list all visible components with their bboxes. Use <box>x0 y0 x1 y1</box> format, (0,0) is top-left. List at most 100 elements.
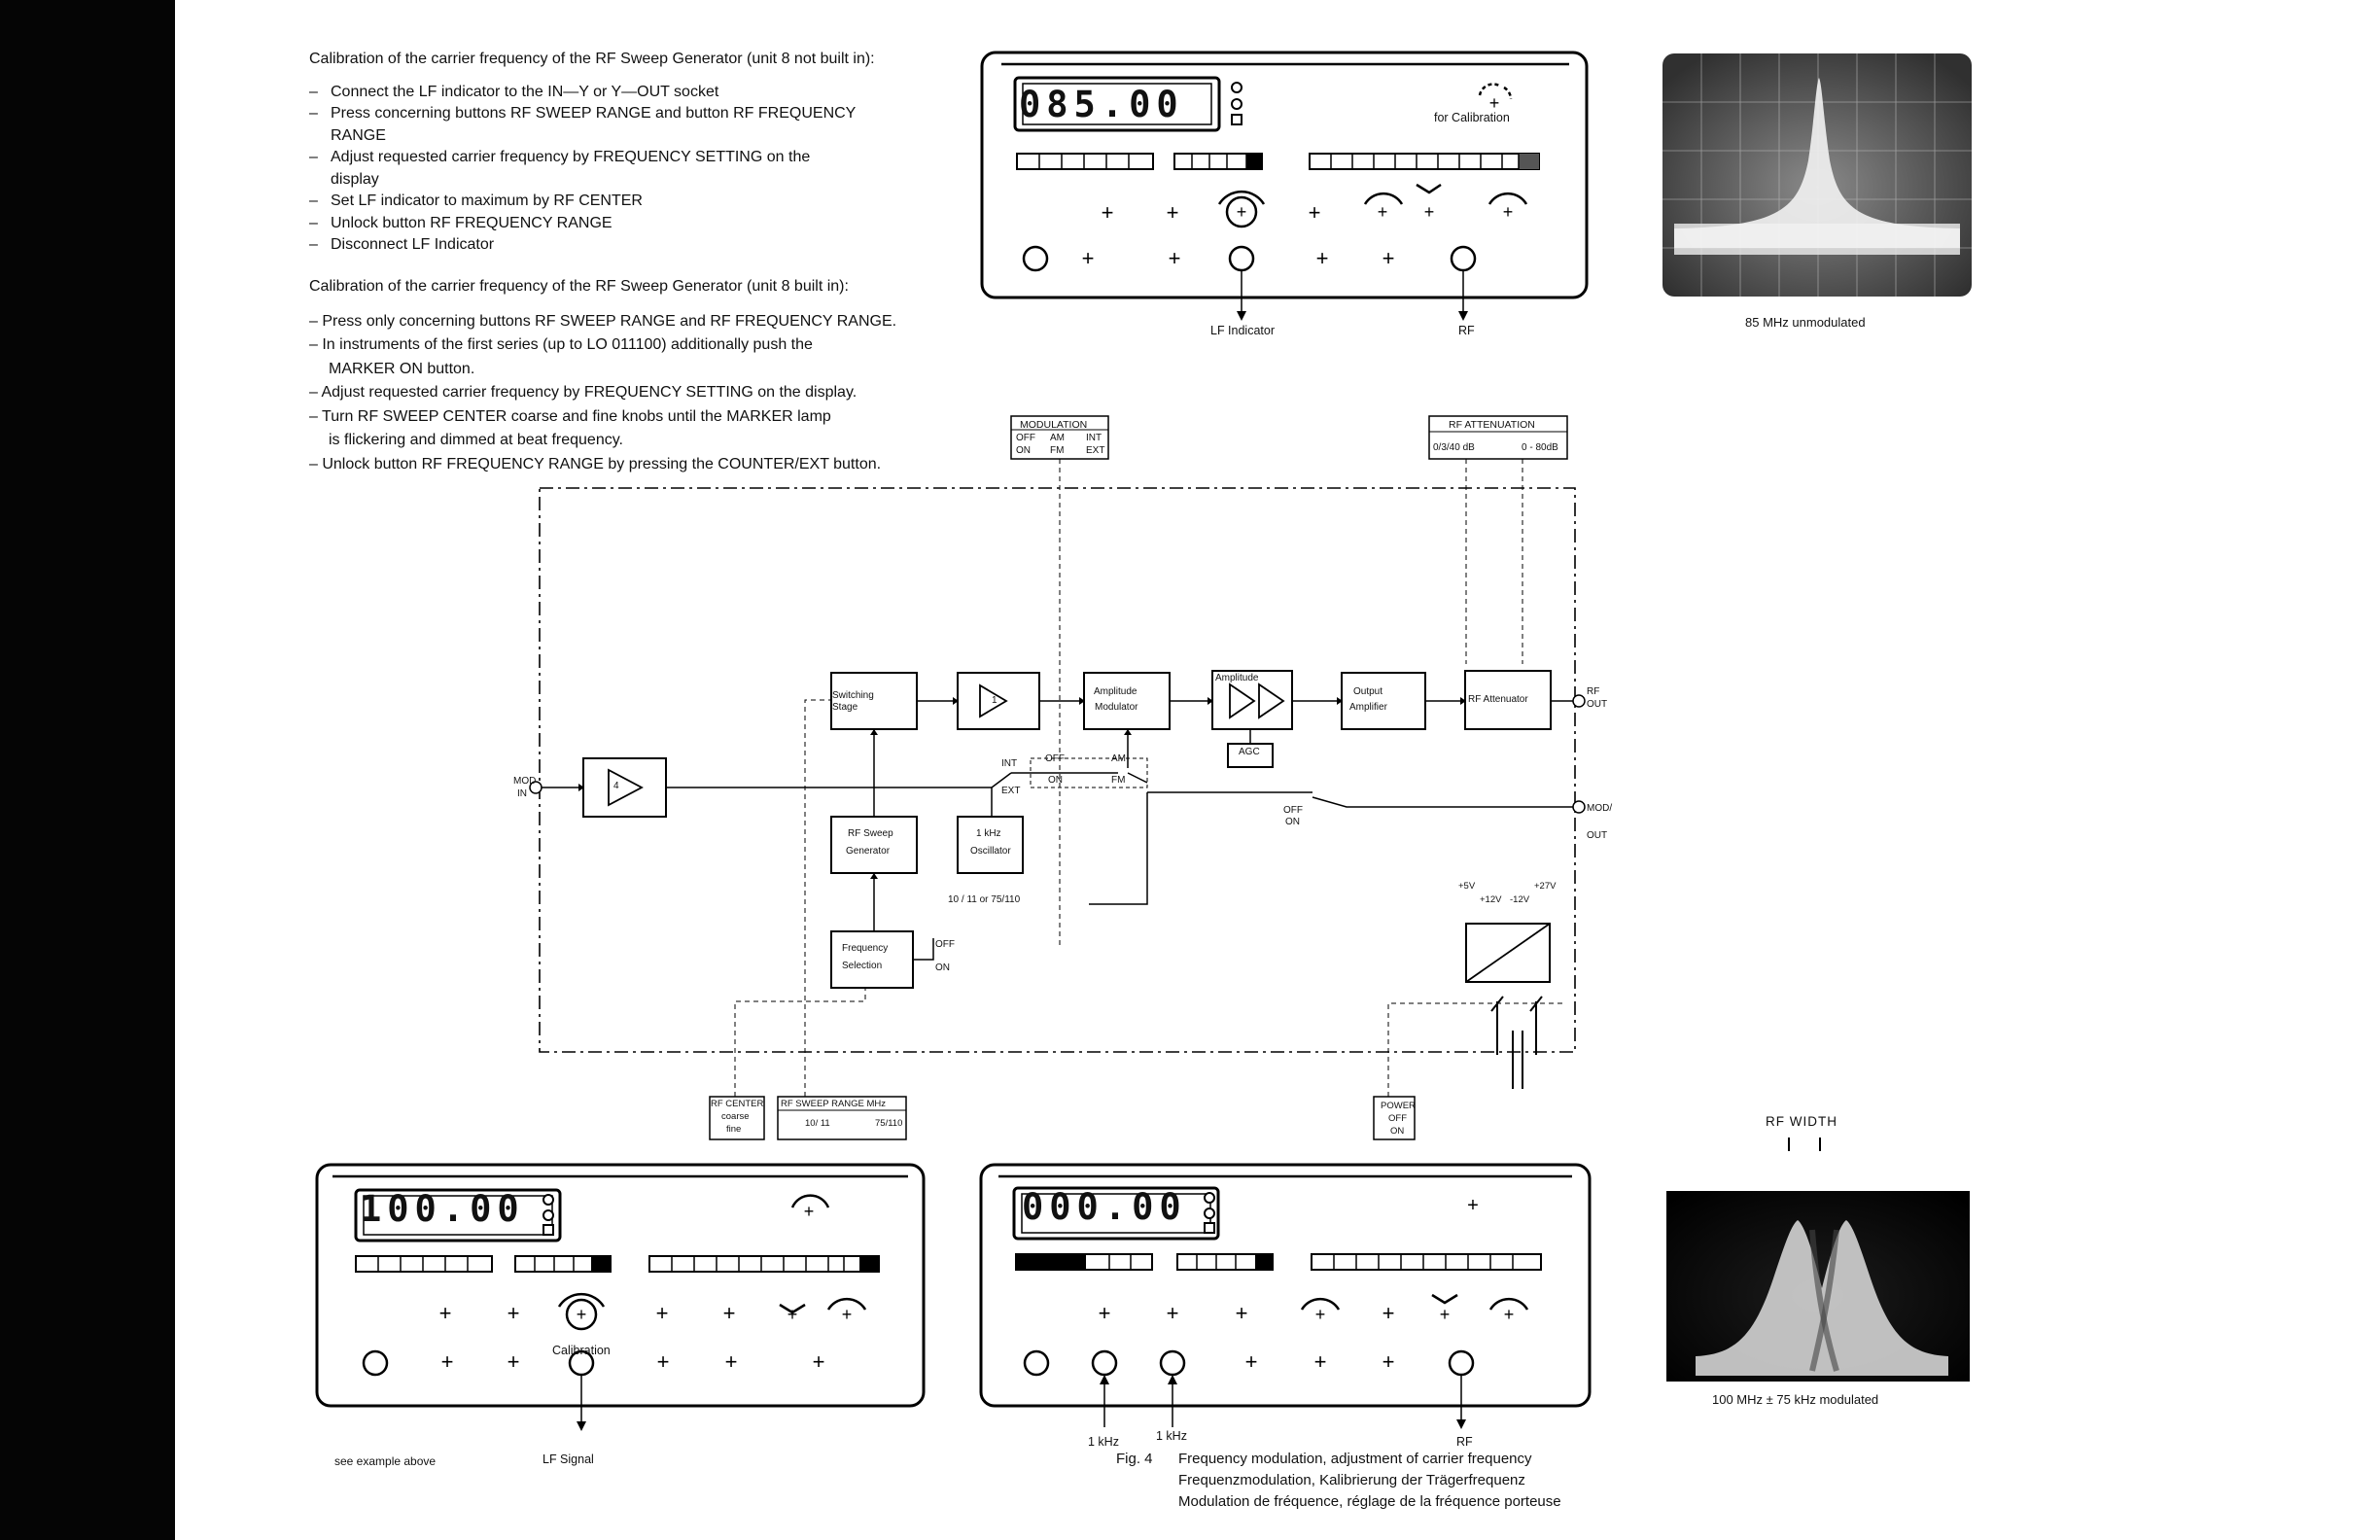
list-item: –Set LF indicator to maximum by RF CENTE… <box>309 192 643 209</box>
photo-caption-bottom: 100 MHz ± 75 kHz modulated <box>1712 1392 1879 1407</box>
list-item: display <box>331 170 379 188</box>
svg-text:+: + <box>723 1301 736 1325</box>
instrument-panel-bottom-right: + ++++ +++ +++ <box>979 1163 1592 1429</box>
rf-out-label-1: RF <box>1587 686 1600 697</box>
band-select-label: 10 / 11 or 75/110 <box>948 894 1021 905</box>
list-item: –Connect the LF indicator to the IN—Y or… <box>309 83 719 100</box>
rf-sweep-generator-label-2: Generator <box>846 846 891 857</box>
modulation-1khz-label-1: 1 kHz <box>1088 1435 1119 1449</box>
modulation-title: MODULATION <box>1020 419 1088 431</box>
svg-text:+: + <box>1169 246 1181 270</box>
power-box-on: ON <box>1390 1126 1405 1137</box>
svg-text:+: + <box>725 1349 738 1374</box>
modulation-int: INT <box>1086 433 1102 443</box>
svg-text:+: + <box>1102 200 1114 225</box>
svg-text:+: + <box>1504 1305 1515 1324</box>
selection-switch-off-label: OFF <box>935 939 955 950</box>
rf-attenuation-right: 0 - 80dB <box>1522 442 1558 453</box>
selection-switch-on-label: ON <box>935 962 950 973</box>
svg-text:+: + <box>1467 1195 1479 1216</box>
mod-out-switch-off-label: OFF <box>1283 805 1303 816</box>
power-box-off: OFF <box>1388 1113 1407 1124</box>
list-item: –Unlock button RF FREQUENCY RANGE <box>309 214 612 231</box>
mod-out-label-2: OUT <box>1587 830 1608 841</box>
switch-fm-label: FM <box>1111 775 1126 786</box>
svg-text:+: + <box>1382 246 1395 270</box>
frequency-display: 100.00 <box>360 1188 525 1230</box>
supply-12v-label: +12V <box>1480 894 1502 905</box>
svg-text:+: + <box>1309 200 1321 225</box>
list-item: – In instruments of the first series (up… <box>309 336 813 353</box>
section-title: Calibration of the carrier frequency of … <box>309 278 849 295</box>
oscillator-label-2: Oscillator <box>970 846 1011 857</box>
switch-ext-label: EXT <box>1001 786 1021 796</box>
calibration-label: Calibration <box>552 1344 611 1357</box>
svg-text:+: + <box>1316 246 1329 270</box>
frequency-display: 085.00 <box>1019 84 1184 125</box>
mod-out-switch-on-label: ON <box>1285 817 1300 827</box>
step-list: –Connect the LF indicator to the IN—Y or… <box>309 82 875 257</box>
instrument-panel-bottom-left: + ++++ +++++ +++ <box>315 1163 926 1431</box>
rf-attenuator-label: RF Attenuator <box>1468 694 1528 705</box>
list-item: MARKER ON button. <box>329 360 475 377</box>
svg-text:+: + <box>1315 1305 1326 1324</box>
amplitude-modulator-label-2: Modulator <box>1095 702 1138 713</box>
lf-indicator-label: LF Indicator <box>1210 324 1276 337</box>
output-amplifier-label-1: Output <box>1353 686 1383 697</box>
input-amp-label: 4 <box>613 781 619 791</box>
svg-text:+: + <box>1082 246 1095 270</box>
frequency-display: 000.00 <box>1022 1186 1187 1228</box>
modulation-on: ON <box>1016 445 1031 456</box>
list-item: is flickering and dimmed at beat frequen… <box>329 432 623 448</box>
amplitude-modulator-label-1: Amplitude <box>1094 686 1138 697</box>
svg-text:+: + <box>1237 202 1247 222</box>
modulation-1khz-label-2: 1 kHz <box>1156 1429 1187 1443</box>
svg-text:+: + <box>1424 202 1435 222</box>
rf-attenuation-left: 0/3/40 dB <box>1433 442 1475 453</box>
rf-width-markers <box>1788 1138 1821 1151</box>
list-item: –Press concerning buttons RF SWEEP RANGE… <box>309 105 857 122</box>
instrument-panel-top: + +++ ++++ ++++ <box>980 51 1589 321</box>
switch-am-label: AM <box>1111 753 1126 764</box>
rf-sweep-range-box-title: RF SWEEP RANGE MHz <box>781 1099 887 1109</box>
oscilloscope-photo-unmodulated <box>1662 53 1972 297</box>
figure-caption-fr: Modulation de fréquence, réglage de la f… <box>1178 1493 1561 1510</box>
modulation-ext: EXT <box>1086 445 1105 456</box>
svg-text:+: + <box>1167 200 1179 225</box>
figure-number: Fig. 4 <box>1116 1451 1153 1467</box>
rf-center-box-title: RF CENTER <box>711 1099 764 1109</box>
binding-strip <box>0 0 175 1540</box>
svg-text:+: + <box>508 1301 520 1325</box>
photo-caption-top: 85 MHz unmodulated <box>1745 315 1866 330</box>
svg-text:+: + <box>1167 1301 1179 1325</box>
oscilloscope-photo-modulated <box>1666 1191 1970 1382</box>
svg-text:+: + <box>1099 1301 1111 1325</box>
calibration-section-unit8-built: Calibration of the carrier frequency of … <box>309 276 896 476</box>
svg-text:+: + <box>788 1305 798 1324</box>
modulation-off: OFF <box>1016 433 1035 443</box>
supply-5v-label: +5V <box>1458 881 1476 892</box>
lf-signal-label: LF Signal <box>542 1452 594 1466</box>
modulation-fm: FM <box>1050 445 1065 456</box>
mod-out-label-1: MOD/ <box>1587 803 1613 814</box>
svg-text:+: + <box>1489 93 1500 113</box>
supply-minus12v-label: -12V <box>1510 894 1530 905</box>
svg-text:+: + <box>842 1305 853 1324</box>
switching-stage-label-1: Switching <box>832 690 874 701</box>
calibration-section-unit8-not-built: Calibration of the carrier frequency of … <box>309 49 875 257</box>
oscillator-label-1: 1 kHz <box>976 828 1001 839</box>
power-box-title: POWER <box>1381 1101 1416 1111</box>
frequency-selection-label-2: Selection <box>842 961 883 971</box>
list-item: –Disconnect LF Indicator <box>309 236 495 253</box>
svg-text:+: + <box>656 1301 669 1325</box>
amplitude-amp-label: Amplitude <box>1215 673 1259 683</box>
list-item: – Adjust requested carrier frequency by … <box>309 384 858 401</box>
switch-int-label: INT <box>1001 758 1018 769</box>
svg-text:+: + <box>657 1349 670 1374</box>
switch-off-label: OFF <box>1045 753 1065 764</box>
rf-center-box-coarse: coarse <box>721 1111 750 1122</box>
list-item: – Turn RF SWEEP CENTER coarse and fine k… <box>309 407 831 425</box>
svg-text:+: + <box>439 1301 452 1325</box>
switching-stage-label-2: Stage <box>832 702 858 713</box>
rf-out-label-2: OUT <box>1587 699 1608 710</box>
